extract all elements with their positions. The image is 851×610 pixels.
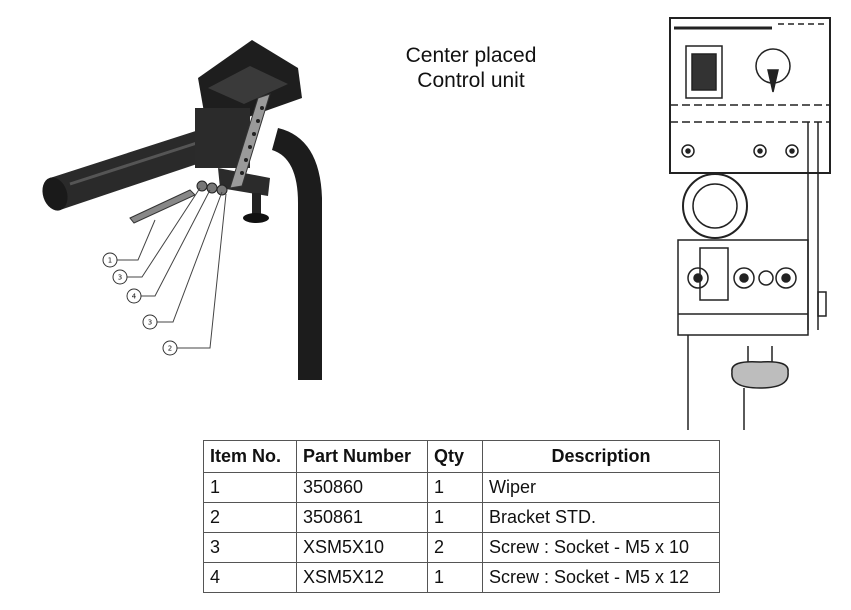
header-part-number: Part Number [296, 440, 428, 473]
parts-table: Item No. Part Number Qty Description 1 3… [203, 440, 720, 593]
table-row: 2 350861 1 Bracket STD. [203, 502, 720, 533]
header-item-no: Item No. [203, 440, 297, 473]
figure-heading: Center placed Control unit [360, 43, 582, 93]
cell-description: Bracket STD. [482, 502, 720, 533]
callout-leaders [116, 187, 227, 349]
wiper-assembly-illustration: 1 3 4 3 2 [42, 40, 322, 380]
clamp-knob [731, 360, 789, 389]
callout-3-upper: 3 [112, 269, 128, 285]
cell-item-no: 3 [203, 532, 297, 563]
handle-grip [42, 128, 215, 211]
callout-4: 4 [126, 288, 142, 304]
vertical-tube [272, 128, 322, 380]
table-row: 3 XSM5X10 2 Screw : Socket - M5 x 10 [203, 532, 720, 563]
cell-part-number: 350860 [296, 472, 428, 503]
cell-description: Screw : Socket - M5 x 10 [482, 532, 720, 563]
table-header-row: Item No. Part Number Qty Description [203, 440, 720, 473]
heading-line-2: Control unit [417, 69, 525, 92]
cell-qty: 2 [427, 532, 483, 563]
callout-1: 1 [102, 252, 118, 268]
cell-item-no: 1 [203, 472, 297, 503]
control-unit-drawing [669, 17, 831, 430]
header-qty: Qty [427, 440, 483, 473]
svg-text:3: 3 [118, 274, 122, 282]
screws [196, 180, 269, 223]
callout-2: 2 [162, 340, 178, 356]
cell-description: Wiper [482, 472, 720, 503]
svg-text:4: 4 [132, 293, 137, 301]
table-row: 4 XSM5X12 1 Screw : Socket - M5 x 12 [203, 562, 720, 593]
table-row: 1 350860 1 Wiper [203, 472, 720, 503]
callout-3-lower: 3 [142, 314, 158, 330]
round-cap [682, 173, 748, 239]
wiper-bracket [229, 93, 271, 189]
cell-part-number: XSM5X10 [296, 532, 428, 563]
svg-text:2: 2 [168, 345, 172, 353]
cell-item-no: 2 [203, 502, 297, 533]
svg-text:3: 3 [148, 319, 152, 327]
cell-qty: 1 [427, 562, 483, 593]
cell-qty: 1 [427, 502, 483, 533]
control-housing [669, 17, 831, 174]
wiper-blade [129, 189, 196, 224]
cell-description: Screw : Socket - M5 x 12 [482, 562, 720, 593]
cell-part-number: 350861 [296, 502, 428, 533]
control-body [195, 40, 302, 196]
cell-item-no: 4 [203, 562, 297, 593]
cell-qty: 1 [427, 472, 483, 503]
header-description: Description [482, 440, 720, 473]
rocker-switch [685, 45, 723, 99]
heading-line-1: Center placed [405, 44, 537, 67]
svg-text:1: 1 [108, 257, 112, 265]
lower-bracket [677, 239, 809, 336]
cell-part-number: XSM5X12 [296, 562, 428, 593]
